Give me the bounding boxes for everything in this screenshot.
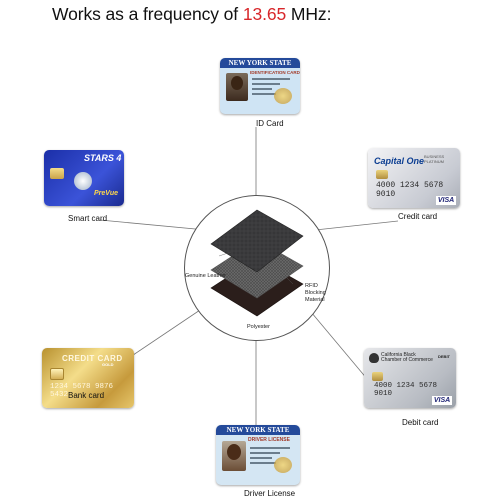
id-card-seal <box>274 88 292 104</box>
rfid-layer-label-line2: Blocking <box>305 290 326 296</box>
driver-license-label: Driver License <box>244 489 296 498</box>
headline-prefix: Works as a frequency of <box>52 4 243 24</box>
visa-logo-icon: VISA <box>436 196 456 205</box>
credit-card-number: 4000 1234 5678 9010 <box>376 181 444 199</box>
visa-logo-icon: VISA <box>432 396 452 405</box>
debit-card-type: DEBIT <box>438 354 450 359</box>
wallet-layers-diagram: Genuine Leather RFID Blocking Material P… <box>184 195 330 341</box>
polyester-layer-label: Polyester <box>247 324 270 330</box>
smart-card-chip <box>50 168 64 179</box>
debit-card-label: Debit card <box>402 418 439 427</box>
driver-license-subtitle: DRIVER LICENSE <box>248 437 290 443</box>
debit-card-image: California Black Chamber of Commerce DEB… <box>364 348 456 408</box>
connector-debit-card <box>305 305 369 381</box>
credit-card-brand: Capital One <box>374 156 425 166</box>
bear-logo-icon <box>369 353 379 363</box>
bank-card-image: CREDIT CARD GOLD 1234 5678 9876 5432 <box>42 348 134 408</box>
id-card-header-bar <box>220 58 300 68</box>
credit-card-image: Capital One BUSINESS PLATINUM 4000 1234 … <box>368 148 460 208</box>
page-title: Works as a frequency of 13.65 MHz: <box>52 4 331 25</box>
debit-card-brand: California Black Chamber of Commerce <box>381 353 433 363</box>
id-card-image: NEW YORK STATE IDENTIFICATION CARD <box>220 58 300 114</box>
wallet-layers-graphic <box>210 209 304 317</box>
id-card-text-line <box>252 78 290 80</box>
driver-license-header-bar <box>216 425 300 435</box>
bank-card-label: Bank card <box>68 391 105 400</box>
id-card-text-line <box>252 83 280 85</box>
frequency-value: 13.65 <box>242 4 287 24</box>
driver-license-text-line <box>250 452 280 454</box>
rfid-layer-label-line3: Material <box>305 297 325 303</box>
driver-license-seal <box>274 457 292 473</box>
id-card-subtitle: IDENTIFICATION CARD <box>250 70 300 75</box>
smart-card-label: Smart card <box>68 214 108 223</box>
id-card-label: ID Card <box>256 119 284 128</box>
leather-layer <box>210 209 304 273</box>
smart-card-emblem <box>74 172 92 190</box>
credit-card-brand-sub: BUSINESS PLATINUM <box>424 154 445 164</box>
headline-suffix: MHz: <box>286 4 332 24</box>
debit-card-brand-line1: California Black <box>381 352 416 358</box>
driver-license-portrait-head <box>227 444 241 460</box>
id-card-portrait-head <box>231 76 243 90</box>
bank-card-number: 1234 5678 9876 5432 <box>50 383 114 399</box>
id-card-text-line <box>252 93 276 95</box>
rfid-layer-label-line1: RFID <box>305 283 318 289</box>
smart-card-image: STARS 4 PreVue <box>44 150 124 206</box>
credit-card-chip <box>376 170 388 179</box>
driver-license-text-line <box>250 447 290 449</box>
id-card-text-line <box>252 88 272 90</box>
bank-card-chip <box>50 368 64 380</box>
smart-card-logo: PreVue <box>94 190 118 197</box>
credit-card-label: Credit card <box>398 212 438 221</box>
leather-pointer <box>218 251 232 257</box>
rfid-pointer <box>284 275 294 285</box>
smart-card-brand: STARS 4 <box>84 153 122 163</box>
debit-card-chip <box>372 372 383 381</box>
bank-card-tier: GOLD <box>102 362 114 367</box>
bank-card-title: CREDIT CARD <box>62 354 123 363</box>
debit-card-number: 4000 1234 5678 9010 <box>374 382 438 398</box>
driver-license-image: NEW YORK STATE DRIVER LICENSE <box>216 425 300 485</box>
debit-card-brand-line2: Chamber of Commerce <box>381 357 433 363</box>
connector-credit-card <box>305 220 399 232</box>
driver-license-text-line <box>250 457 272 459</box>
driver-license-state: NEW YORK STATE <box>226 426 290 434</box>
driver-license-text-line <box>250 462 276 464</box>
id-card-state: NEW YORK STATE <box>228 59 292 67</box>
connector-smart-card <box>99 219 207 231</box>
leather-layer-label: Genuine Leather <box>185 273 226 279</box>
